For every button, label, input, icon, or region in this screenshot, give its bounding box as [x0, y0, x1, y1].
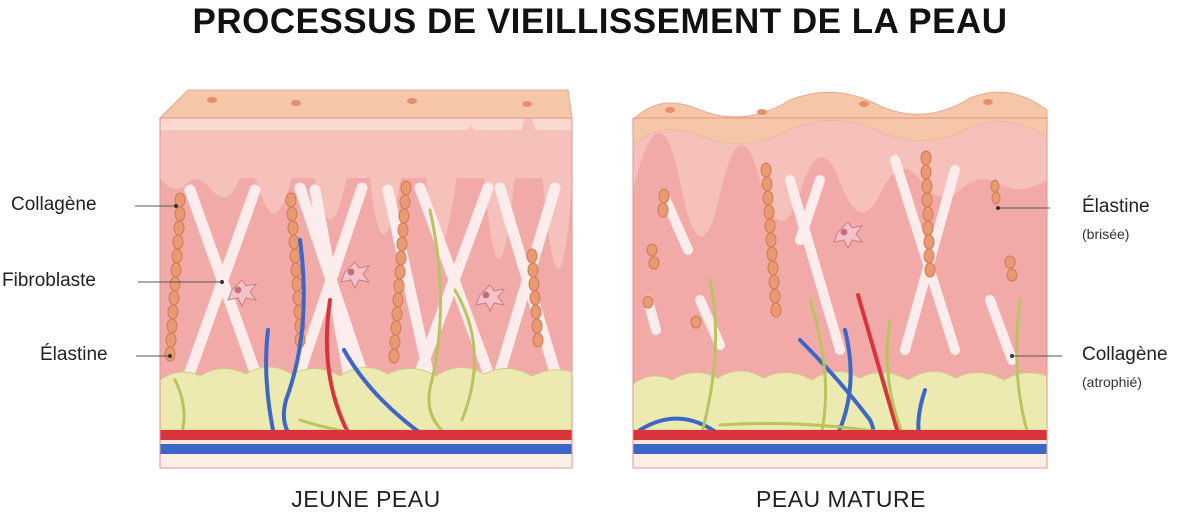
label-elastin-mature-note: (brisée) — [1082, 226, 1130, 242]
young-skin-surface — [158, 89, 573, 119]
young-collagen-fibers — [184, 182, 561, 378]
label-collagen-young: Collagène — [11, 194, 97, 215]
label-collagen-mature-note: (atrophié) — [1082, 374, 1142, 390]
diagram-title: PROCESSUS DE VIEILLISSEMENT DE LA PEAU — [192, 2, 1008, 41]
caption-mature-skin: PEAU MATURE — [756, 486, 926, 512]
young-skin-panel — [158, 89, 573, 469]
label-fibroblast: Fibroblaste — [2, 270, 96, 291]
mature-fat-layer — [633, 370, 1047, 431]
young-epidermis — [160, 118, 572, 130]
mature-fibroblast — [833, 221, 864, 250]
label-elastin-young: Élastine — [40, 344, 108, 365]
mature-epidermis — [633, 120, 1047, 237]
young-fibroblasts — [227, 261, 506, 313]
mature-skin-panel — [632, 91, 1048, 469]
caption-young-skin: JEUNE PEAU — [291, 486, 441, 512]
mature-elastin-fibers — [642, 150, 1018, 329]
label-elastin-mature: Élastine — [1082, 196, 1150, 217]
leader-lines — [135, 205, 1062, 357]
young-fat-layer — [160, 366, 572, 431]
label-collagen-mature: Collagène — [1082, 344, 1168, 365]
